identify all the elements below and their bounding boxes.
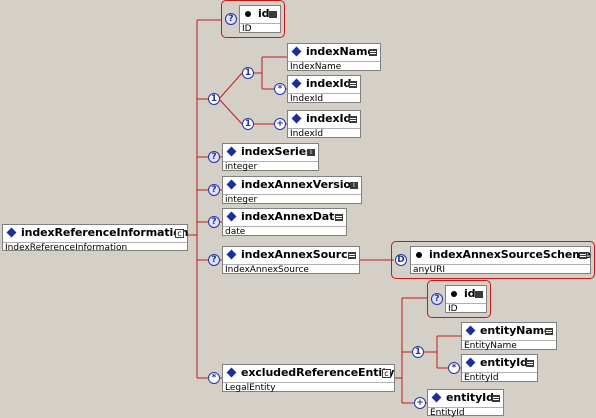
info-icon: i — [307, 149, 315, 156]
attribute-excluded-id-name: id — [464, 287, 476, 300]
collapse-icon[interactable] — [269, 11, 277, 18]
element-indexSeries-name: indexSeries — [241, 145, 313, 158]
text-content-icon — [349, 116, 357, 123]
collapse-icon[interactable] — [475, 291, 483, 298]
element-excludedReferenceEntity-name: excludedReferenceEntity — [241, 366, 395, 379]
cardinality-one-or-more-badge: + — [414, 397, 426, 409]
attribute-dot-icon — [245, 11, 251, 17]
text-content-icon — [369, 49, 377, 56]
attribute-dot-icon — [451, 291, 457, 297]
element-indexName-name: indexName — [306, 45, 375, 58]
root-element-type: IndexReferenceInformation — [5, 243, 128, 253]
element-indexAnnexSource-type: IndexAnnexSource — [225, 265, 309, 275]
element-indexId-many-name: indexId — [306, 77, 352, 90]
default-value-badge: D — [395, 254, 407, 266]
element-indexAnnexDate[interactable]: indexAnnexDate date — [222, 208, 347, 237]
element-entityName[interactable]: entityName EntityName — [461, 322, 557, 351]
element-entityName-type: EntityName — [464, 341, 517, 351]
element-indexAnnexDate-type: date — [225, 227, 246, 237]
info-icon: i — [350, 182, 358, 189]
element-indexId-one-or-more[interactable]: indexId IndexId — [287, 110, 361, 139]
expand-icon[interactable]: c — [382, 369, 391, 378]
element-indexAnnexVersion[interactable]: indexAnnexVersion integer i — [222, 176, 362, 205]
element-entityId-one-or-more[interactable]: entityId EntityId — [427, 389, 504, 418]
text-content-icon — [526, 360, 534, 367]
element-entityId-one-or-more-type: EntityId — [430, 408, 465, 418]
element-indexName-type: IndexName — [290, 62, 342, 72]
entity-choice-badge[interactable]: 1 — [412, 346, 424, 358]
element-excludedReferenceEntity-type: LegalEntity — [225, 383, 276, 393]
attribute-indexAnnexSourceScheme-type: anyURI — [413, 265, 446, 275]
attribute-id-name: id — [258, 7, 270, 20]
element-indexAnnexVersion-type: integer — [225, 195, 258, 205]
element-entityId-many-type: EntityId — [464, 373, 499, 383]
element-indexSeries-type: integer — [225, 162, 258, 172]
optional-icon: ? — [208, 216, 220, 228]
element-entityName-name: entityName — [480, 324, 552, 337]
element-indexAnnexDate-name: indexAnnexDate — [241, 210, 342, 223]
element-indexName[interactable]: indexName IndexName — [287, 43, 381, 72]
element-indexId-one-or-more-type: IndexId — [290, 129, 324, 139]
element-indexAnnexVersion-name: indexAnnexVersion — [241, 178, 359, 191]
element-entityId-one-or-more-name: entityId — [446, 391, 494, 404]
attribute-id-type: ID — [242, 24, 252, 34]
choice-b-badge[interactable]: 1 — [242, 118, 254, 130]
attribute-excluded-id[interactable]: id ID — [445, 285, 487, 314]
optional-icon: ? — [225, 13, 237, 25]
element-entityId-many[interactable]: entityId EntityId — [461, 354, 538, 383]
cardinality-one-or-more-badge: + — [274, 118, 286, 130]
element-excludedReferenceEntity[interactable]: excludedReferenceEntity LegalEntity c — [222, 364, 395, 393]
element-indexAnnexSource[interactable]: indexAnnexSource IndexAnnexSource — [222, 246, 360, 275]
cardinality-many-badge: * — [208, 372, 220, 384]
root-element-name: indexReferenceInformation — [21, 226, 189, 239]
optional-icon: ? — [208, 151, 220, 163]
cardinality-many-badge: * — [448, 362, 460, 374]
text-content-icon — [349, 81, 357, 88]
choice-a-badge[interactable]: 1 — [242, 67, 254, 79]
text-content-icon — [492, 395, 500, 402]
attribute-excluded-id-type: ID — [448, 304, 458, 314]
optional-icon: ? — [431, 293, 443, 305]
text-content-icon — [348, 252, 356, 259]
attribute-dot-icon — [416, 252, 422, 258]
optional-icon: ? — [208, 254, 220, 266]
optional-icon: ? — [208, 184, 220, 196]
expand-icon[interactable]: c — [175, 229, 184, 238]
text-content-icon — [579, 252, 587, 259]
attribute-frame-excluded-id — [427, 280, 491, 318]
attribute-frame-id — [221, 0, 285, 38]
element-indexSeries[interactable]: indexSeries integer i — [222, 143, 319, 172]
attribute-frame-scheme — [391, 241, 595, 279]
attribute-indexAnnexSourceScheme-name: indexAnnexSourceScheme — [429, 248, 591, 261]
cardinality-many-badge: * — [274, 83, 286, 95]
element-entityId-many-name: entityId — [480, 356, 528, 369]
text-content-icon — [545, 328, 553, 335]
attribute-indexAnnexSourceScheme[interactable]: indexAnnexSourceScheme anyURI — [410, 246, 591, 275]
choice-group-badge[interactable]: 1 — [208, 93, 220, 105]
date-content-icon — [335, 214, 343, 221]
attribute-id[interactable]: id ID — [239, 5, 281, 34]
element-indexId-many[interactable]: indexId IndexId — [287, 75, 361, 104]
element-indexId-many-type: IndexId — [290, 94, 324, 104]
element-indexAnnexSource-name: indexAnnexSource — [241, 248, 355, 261]
root-element-indexReferenceInformation[interactable]: indexReferenceInformation IndexReference… — [2, 224, 189, 253]
element-indexId-one-or-more-name: indexId — [306, 112, 352, 125]
